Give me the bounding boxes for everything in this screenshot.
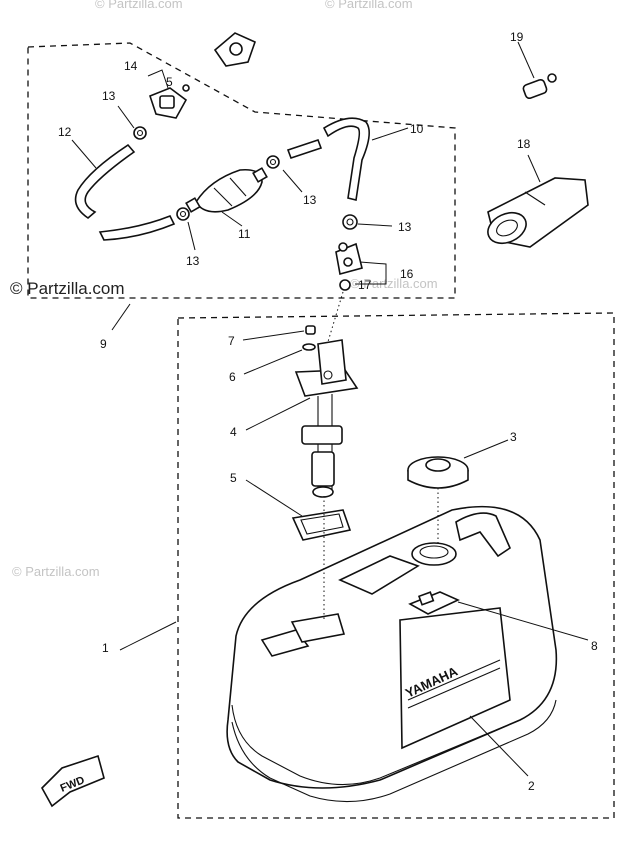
callout-1: 1 — [102, 641, 109, 655]
part-3-cap — [407, 439, 509, 489]
part-16-fitting — [326, 242, 387, 346]
part-6-washer — [243, 343, 316, 375]
part-13-clips — [133, 126, 358, 230]
watermark-faded-1: © Partzilla.com — [95, 0, 183, 11]
part-10-hose — [286, 117, 409, 201]
part-4-fuel-pickup — [245, 339, 359, 498]
part-1-fuel-tank: YAMAHA — [119, 505, 558, 803]
callout-16: 16 — [400, 267, 414, 281]
watermark-faded-3: © Partzilla.com — [350, 276, 438, 291]
part-5-gasket — [245, 479, 352, 541]
leader-8 — [457, 601, 589, 641]
callout-3: 3 — [510, 430, 517, 444]
callout-12: 12 — [58, 125, 72, 139]
callout-11: 11 — [238, 227, 251, 241]
callout-2: 2 — [528, 779, 535, 793]
part-11-primer-bulb — [185, 167, 268, 227]
callout-6: 6 — [229, 370, 236, 384]
fwd-direction-arrow: FWD — [41, 754, 105, 808]
leader-13d — [357, 223, 393, 227]
callout-9: 9 — [100, 337, 107, 351]
callout-5-upper: 5 — [166, 75, 173, 89]
fuel-line-group-boundary — [27, 42, 456, 299]
tank-group-boundary — [177, 312, 615, 819]
callout-13-d: 13 — [398, 220, 412, 234]
callout-13-c: 13 — [186, 254, 200, 268]
watermark-faded-4: © Partzilla.com — [12, 564, 100, 579]
watermark-faded-2: © Partzilla.com — [325, 0, 413, 11]
part-14-connector — [147, 69, 188, 119]
callout-19: 19 — [510, 30, 524, 44]
callout-13-b: 13 — [303, 193, 317, 207]
leader-12 — [71, 139, 97, 169]
leader-13b — [282, 169, 303, 193]
part-7-screw — [242, 325, 316, 341]
part-19-connector — [517, 41, 557, 100]
callout-17: 17 — [358, 278, 372, 292]
callout-13-a: 13 — [102, 89, 116, 103]
leader-13a — [117, 105, 135, 129]
callout-14: 14 — [124, 59, 138, 73]
leader-2 — [469, 715, 529, 777]
leader-9 — [111, 303, 131, 331]
callout-labels: 1 2 3 4 5 5 6 7 8 9 10 11 12 13 13 13 13… — [58, 30, 598, 793]
callout-18: 18 — [517, 137, 531, 151]
watermark-main: © Partzilla.com — [10, 279, 125, 298]
callout-8: 8 — [591, 639, 598, 653]
part-connector-top — [182, 32, 256, 92]
part-18-sleeve — [487, 154, 589, 248]
callout-4: 4 — [230, 425, 237, 439]
callout-10: 10 — [410, 122, 424, 136]
part-12-hose — [74, 143, 176, 241]
callout-7: 7 — [228, 334, 235, 348]
leader-13c — [187, 221, 196, 251]
callout-5: 5 — [230, 471, 237, 485]
